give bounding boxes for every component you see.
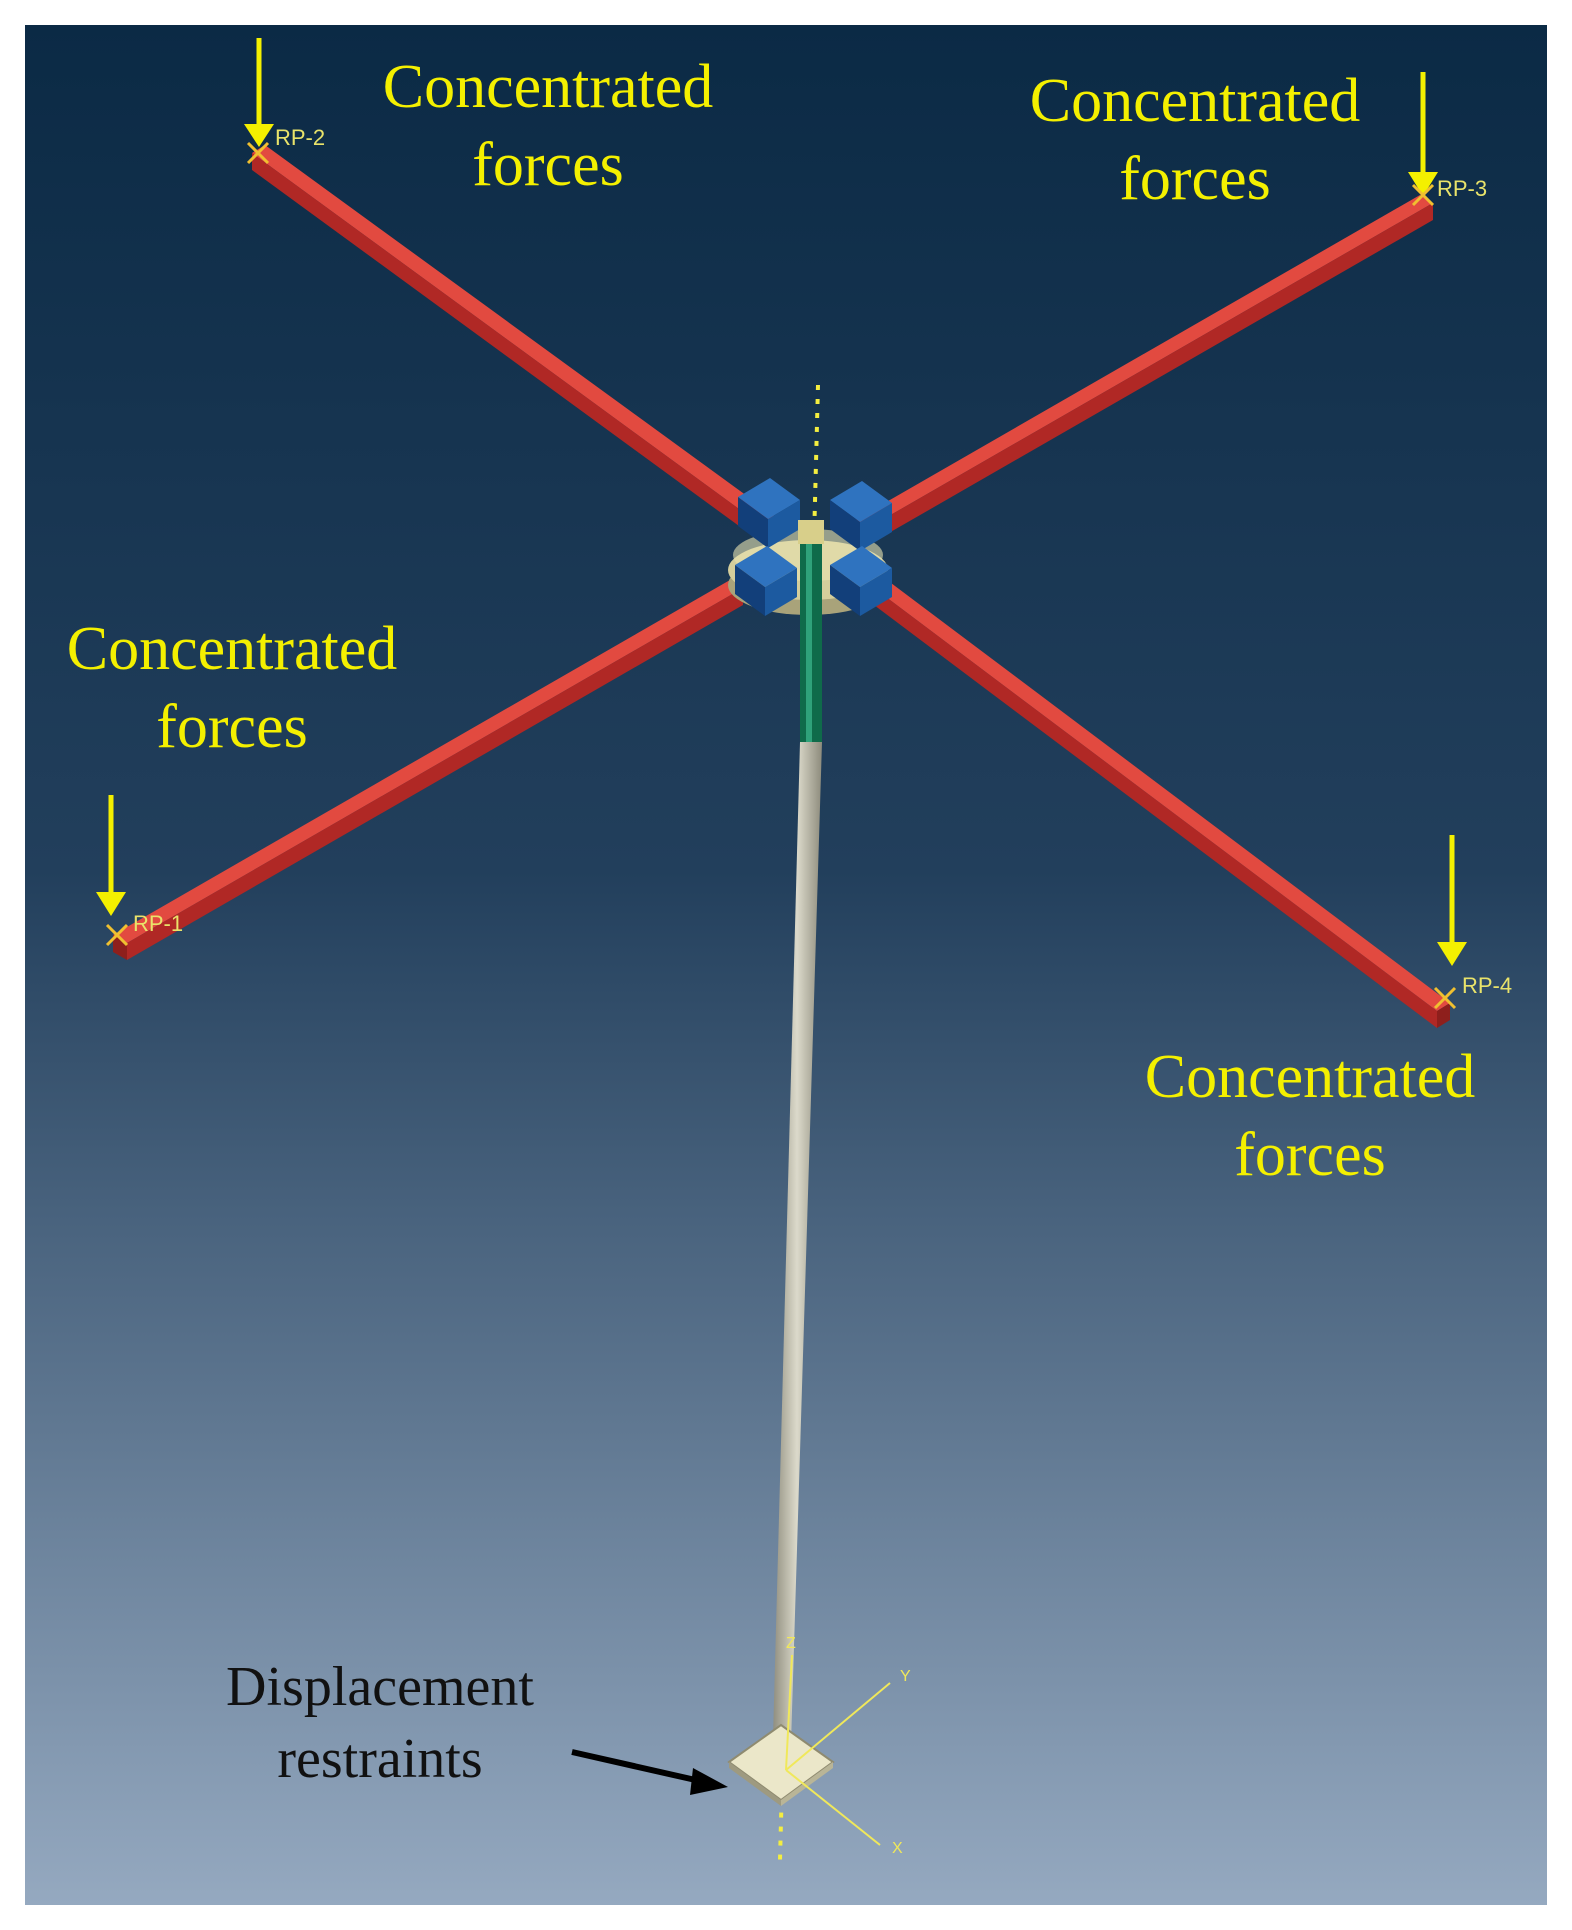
beam-upper-left (252, 145, 780, 545)
label-line: forces (472, 131, 624, 199)
base-plate (727, 1723, 835, 1806)
label-concentrated-forces-top-right: Concentrated forces (985, 62, 1405, 218)
force-arrows (96, 38, 1467, 966)
axis-label-x: X (892, 1840, 903, 1857)
label-concentrated-forces-mid-left: Concentrated forces (22, 610, 442, 766)
label-displacement-restraints: Displacement restraints (160, 1651, 600, 1795)
force-arrow-head-rp3 (1408, 172, 1438, 196)
label-line: Concentrated (66, 615, 398, 683)
coordinate-triad (785, 1654, 891, 1846)
clamp-blocks (735, 478, 892, 616)
axis-label-y: Y (900, 1668, 911, 1685)
label-line: forces (1119, 145, 1271, 213)
axis-label-z: Z (786, 1635, 796, 1652)
rp-label-1: RP-1 (133, 911, 184, 936)
label-line: Displacement (226, 1656, 534, 1718)
label-line: forces (156, 693, 308, 761)
rp-label-4: RP-4 (1462, 973, 1513, 998)
upper-tube (798, 520, 824, 745)
force-arrow-head-rp1 (96, 892, 126, 916)
rp-label-2: RP-2 (275, 125, 326, 150)
rp-label-3: RP-3 (1437, 176, 1488, 201)
reference-point-markers (105, 141, 1457, 1010)
pole (772, 742, 822, 1775)
force-arrow-head-rp2 (244, 124, 274, 147)
label-line: Concentrated (1029, 67, 1361, 135)
force-arrow-head-rp4 (1437, 942, 1467, 966)
label-line: Concentrated (382, 53, 714, 121)
restraint-pointer-arrow (571, 1749, 728, 1795)
label-line: Concentrated (1144, 1043, 1476, 1111)
beam-lower-right (870, 577, 1450, 1028)
beam-lower-left (113, 580, 743, 960)
label-line: restraints (277, 1728, 483, 1790)
label-concentrated-forces-top-left: Concentrated forces (338, 48, 758, 204)
label-line: forces (1234, 1121, 1386, 1189)
label-concentrated-forces-bottom-right: Concentrated forces (1100, 1038, 1520, 1194)
